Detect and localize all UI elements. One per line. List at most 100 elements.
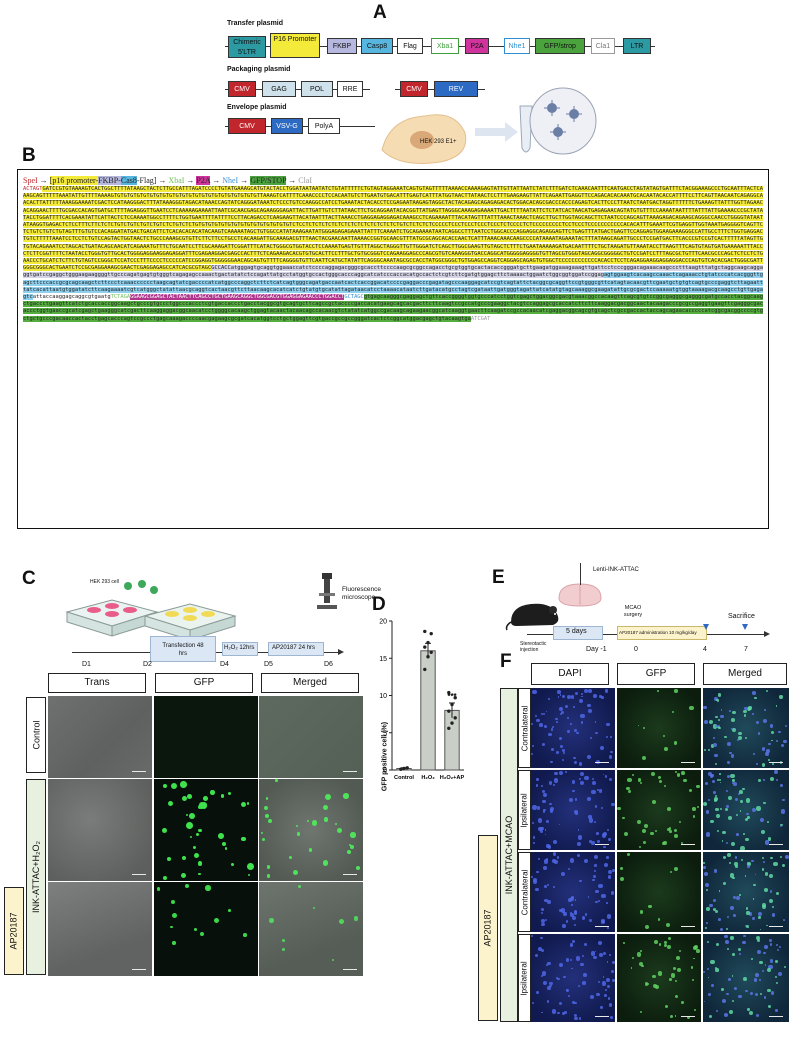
nucleus-dot — [669, 978, 672, 981]
nucleus-dot — [762, 856, 765, 860]
legend-arrow-5: → — [240, 176, 249, 185]
nucleus-dot — [710, 819, 714, 823]
nucleus-dot — [567, 867, 571, 870]
nucleus-dot — [749, 991, 753, 995]
img-c-trans-ap — [48, 882, 152, 976]
nucleus-dot — [732, 710, 736, 715]
gfp-cell-dot — [201, 802, 208, 809]
nucleus-dot — [784, 854, 789, 859]
gfp-cell-dot — [348, 843, 352, 847]
nucleus-dot — [696, 784, 700, 789]
gfp-cell-dot — [180, 781, 187, 788]
nucleus-dot — [675, 955, 680, 960]
nucleus-dot — [590, 994, 594, 999]
day-0-label: 0 — [634, 646, 638, 653]
nucleus-dot — [538, 818, 543, 823]
data-point — [453, 716, 457, 720]
nucleus-dot — [738, 994, 743, 999]
brain-illustration — [558, 583, 602, 607]
nucleus-dot — [650, 831, 655, 836]
nucleus-dot — [543, 725, 547, 729]
nucleus-dot — [611, 978, 615, 983]
gfp-cell-dot — [185, 883, 190, 888]
nucleus-dot — [674, 741, 678, 745]
nucleus-dot — [540, 911, 544, 914]
nucleus-dot — [535, 990, 540, 995]
gfp-cell-dot — [180, 872, 187, 879]
nucleus-dot — [583, 858, 588, 864]
nucleus-dot — [734, 862, 738, 866]
nucleus-dot — [674, 689, 678, 693]
nucleus-dot — [716, 778, 719, 781]
bar — [420, 650, 436, 771]
nucleus-dot — [728, 1009, 733, 1014]
f-row-contra-2: Contralateral — [518, 852, 531, 932]
nucleus-dot — [574, 812, 578, 816]
nucleus-dot — [562, 924, 566, 928]
f-row-ipsi-1-text: Ipsilateral — [520, 792, 529, 828]
legend-fkbp: FKBP- — [98, 176, 121, 185]
nucleus-dot — [658, 775, 662, 779]
scale-bar — [681, 762, 695, 763]
nucleus-dot — [776, 943, 779, 946]
nucleus-dot — [769, 776, 774, 781]
nucleus-dot — [703, 705, 707, 709]
nucleus-dot — [577, 842, 582, 846]
nucleus-dot — [737, 731, 742, 736]
transfer-seg-gfp: GFP/strop — [535, 38, 585, 54]
nucleus-dot — [652, 799, 657, 804]
nucleus-dot — [611, 802, 615, 807]
nucleus-dot — [705, 781, 709, 785]
nucleus-dot — [573, 1001, 577, 1005]
nucleus-dot — [756, 936, 761, 940]
nucleus-dot — [745, 837, 749, 842]
gfp-cell-dot — [331, 958, 335, 961]
nucleus-dot — [758, 916, 762, 920]
nucleus-dot — [592, 874, 596, 878]
nucleus-dot — [611, 868, 615, 872]
virus-injection-label: Lenti-INK-ATTAC — [593, 567, 639, 573]
gfp-cell-dot — [311, 820, 318, 826]
nucleus-dot — [565, 988, 569, 992]
f-row-contra-2-text: Contralateral — [520, 869, 529, 915]
nucleus-dot — [593, 694, 597, 698]
nucleus-dot — [592, 955, 597, 960]
y-tick-label: 0 — [383, 768, 387, 775]
nucleus-dot — [555, 721, 558, 724]
nucleus-dot — [562, 751, 565, 754]
nucleus-dot — [570, 959, 573, 962]
nucleus-dot — [601, 920, 606, 924]
nucleus-dot — [568, 798, 573, 803]
f-micrograph-dapi-2 — [531, 852, 615, 932]
nucleus-dot — [532, 1002, 535, 1005]
nucleus-dot — [626, 786, 630, 791]
gfp-cell-dot — [156, 887, 160, 891]
nucleus-dot — [756, 806, 761, 811]
data-point — [423, 629, 427, 634]
nucleus-dot — [754, 697, 757, 700]
nucleus-dot — [756, 721, 760, 725]
nucleus-dot — [769, 943, 773, 946]
nucleus-dot — [732, 913, 736, 917]
f-col-header-gfp: GFP — [617, 663, 695, 685]
nucleus-dot — [668, 829, 672, 833]
nucleus-dot — [588, 815, 592, 819]
nucleus-dot — [765, 924, 768, 927]
nucleus-dot — [593, 855, 598, 860]
gfp-cell-dot — [170, 925, 173, 928]
nucleus-dot — [763, 951, 766, 955]
nucleus-dot — [566, 730, 570, 734]
gfp-cell-dot — [228, 791, 232, 796]
gfp-cell-dot — [349, 845, 354, 850]
nucleus-dot — [706, 922, 709, 924]
nucleus-dot — [556, 856, 560, 859]
nucleus-dot — [742, 934, 746, 938]
nucleus-dot — [664, 747, 668, 752]
nucleus-dot — [532, 835, 536, 839]
nucleus-dot — [647, 983, 650, 986]
panel-b-letter: B — [22, 145, 36, 166]
nucleus-dot — [548, 698, 550, 701]
transfected-plate-illustration — [143, 603, 237, 641]
img-c-merged-ap — [259, 882, 363, 976]
f-col-header-merged: Merged — [703, 663, 787, 685]
